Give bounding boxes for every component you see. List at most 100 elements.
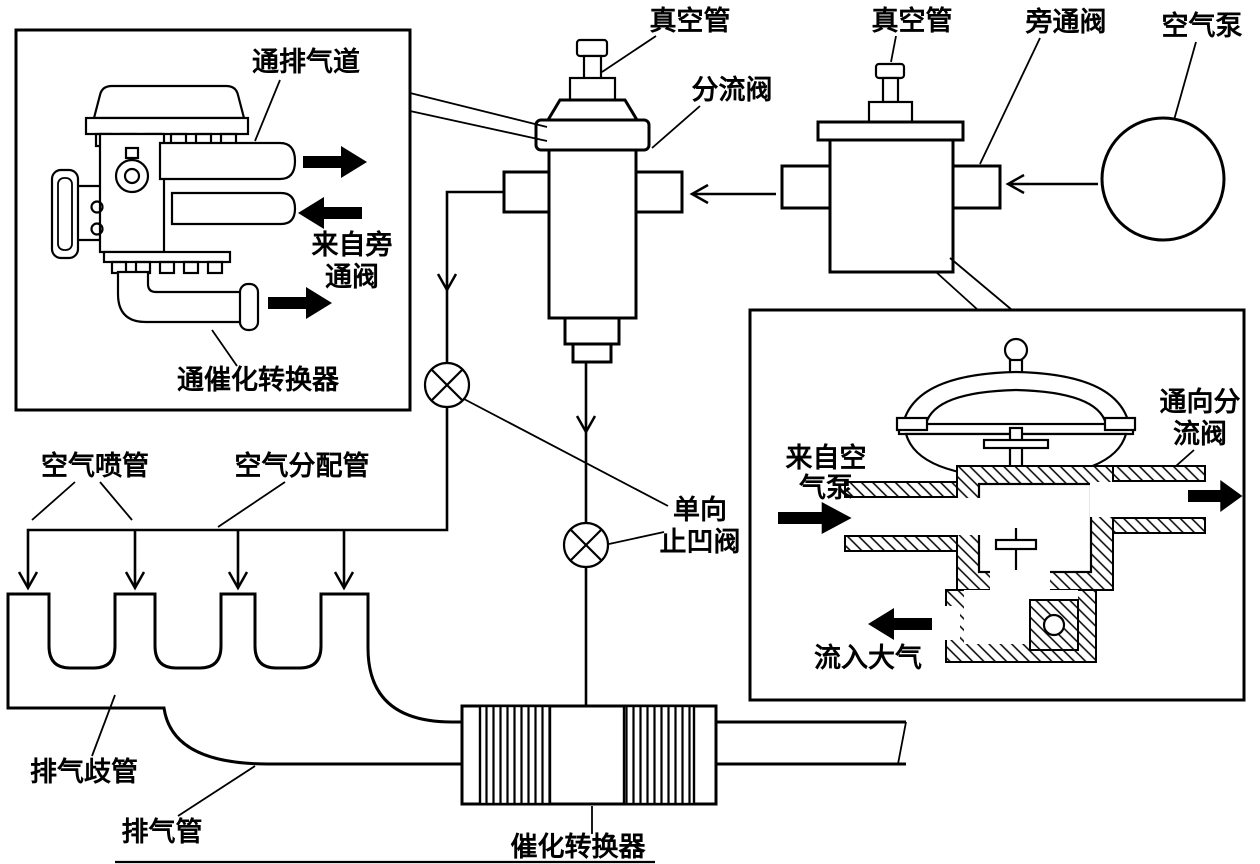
valve-top-flange <box>534 118 651 152</box>
leader-line <box>651 105 701 149</box>
diverter-valve-label: 分流阀 <box>692 75 773 105</box>
top-labels: 真空管 分流阀 真空管 旁通阀 空气泵 <box>601 5 1243 165</box>
leader-line <box>890 35 897 63</box>
valve-right-port <box>634 170 684 214</box>
to-diverter-label-line1: 通向分 <box>1160 386 1241 417</box>
valve-disc-1 <box>994 538 1038 551</box>
check-valve-1-cross <box>430 368 464 402</box>
diverter-valve-assembly <box>502 38 684 364</box>
leader-line <box>601 35 657 73</box>
vacuum-tube-right-label: 真空管 <box>872 5 953 36</box>
outlet-top-wall <box>1112 465 1206 482</box>
leader-line <box>608 531 665 545</box>
bypass-top-flange <box>816 120 965 142</box>
vacuum-tube-cap <box>575 38 609 58</box>
catalytic-converter <box>460 704 718 806</box>
air-distribution-label: 空气分配管 <box>235 450 370 481</box>
exhaust-pipe-end-cut <box>897 721 907 765</box>
leader-line <box>91 694 116 757</box>
air-pump <box>1100 116 1226 242</box>
leader-line <box>254 79 281 142</box>
vacuum-tube-cap <box>874 62 906 80</box>
from-air-pump-label-line2: 气泵 <box>798 473 853 503</box>
valve-top-flare <box>545 98 640 122</box>
exhaust-manifold-outline <box>6 592 464 766</box>
converter-substrate-right <box>622 704 696 806</box>
exhaust-pipe-label: 排气管 <box>122 817 203 847</box>
block-port-circle <box>114 158 150 194</box>
lower-labels: 空气喷管 空气分配管 单向 止凹阀 排气歧管 排气管 催化转换器 <box>30 398 741 864</box>
to-exhaust-passage-label: 通排气道 <box>252 46 360 77</box>
inset-pointer-line <box>409 110 548 142</box>
flange-bolt <box>1103 416 1137 432</box>
vacuum-tube-collar <box>568 76 617 102</box>
bypass-valve-label: 旁通阀 <box>1025 6 1107 37</box>
from-bypass-label-line1: 来自旁 <box>312 229 393 260</box>
block-port-inner <box>123 167 141 185</box>
check-valve-label-line1: 单向 <box>673 494 727 525</box>
block-stub <box>124 146 140 160</box>
body-cavity <box>977 482 1093 574</box>
inlet-top-wall <box>844 481 958 498</box>
converter-substrate-left <box>478 704 552 806</box>
vacuum-tube-collar <box>867 100 914 124</box>
air-flow-lines <box>17 173 1098 706</box>
air-supply-line-left <box>26 190 504 586</box>
leader-line <box>1173 41 1197 121</box>
air-pump-label: 空气泵 <box>1162 10 1243 41</box>
air-pump-circle <box>1100 116 1226 242</box>
engine-detail-inset: 通排气道 来自旁 通阀 通催化转换器 <box>14 28 548 412</box>
inlet-bottom-wall <box>844 535 958 552</box>
leader-line <box>217 481 286 528</box>
valve-body <box>547 148 638 320</box>
lower-comb-strip <box>102 250 232 264</box>
bypass-valve-section-inset: 来自空 气泵 通向分 流阀 流入大气 <box>748 308 1246 702</box>
leader-line <box>211 329 238 367</box>
flange-bolt <box>895 416 929 432</box>
lower-air-pipe <box>170 191 297 226</box>
inset-pointer-line <box>935 271 979 311</box>
inset-pointer-line <box>409 92 548 128</box>
chamber-insert-hole <box>1042 613 1066 637</box>
inset-box <box>14 28 412 412</box>
to-catalytic-label: 通催化转换器 <box>177 365 340 395</box>
to-exhaust-arrow <box>303 146 367 178</box>
catalytic-converter-label: 催化转换器 <box>511 832 647 862</box>
bypass-left-port <box>780 164 832 210</box>
valve-bottom-step1 <box>563 316 621 346</box>
exhaust-manifold-label: 排气歧管 <box>30 757 138 787</box>
inlet-passage <box>846 498 988 535</box>
leader-line <box>463 398 669 507</box>
leader-line <box>177 765 256 817</box>
bypass-valve-assembly <box>780 62 1013 311</box>
lower-comb-teeth <box>110 260 224 275</box>
bypass-right-port <box>951 164 1002 210</box>
bolt-hole <box>90 222 104 236</box>
leader-line <box>979 37 1041 165</box>
valve-bottom-step2 <box>571 342 613 364</box>
elbow-pipe <box>116 270 244 324</box>
from-bypass-arrow <box>298 197 362 229</box>
exhaust-flange <box>50 168 80 260</box>
valve-cover <box>92 84 246 120</box>
outlet-bottom-wall <box>1112 517 1206 534</box>
elbow-end-cap <box>238 282 260 332</box>
check-valve-2-cross <box>569 528 603 562</box>
leader-line <box>31 481 76 521</box>
to-converter-arrow <box>268 287 332 319</box>
to-diverter-label-line2: 流阀 <box>1173 419 1227 449</box>
vacuum-tube-neck <box>881 76 900 104</box>
leader-line <box>99 481 133 521</box>
from-bypass-label-line2: 通阀 <box>325 262 379 292</box>
cavity-chamber-link <box>990 570 1050 596</box>
diaphragm-disc <box>982 438 1050 450</box>
vacuum-tube-left-label: 真空管 <box>650 5 731 36</box>
upper-air-pipe <box>158 141 297 181</box>
exhaust-flange-slot <box>57 177 73 251</box>
check-valve-label-line2: 止凹阀 <box>660 527 741 557</box>
from-air-pump-label-line1: 来自空 <box>786 442 867 473</box>
stem-cap <box>1003 337 1029 363</box>
air-nozzles-label: 空气喷管 <box>41 450 149 481</box>
